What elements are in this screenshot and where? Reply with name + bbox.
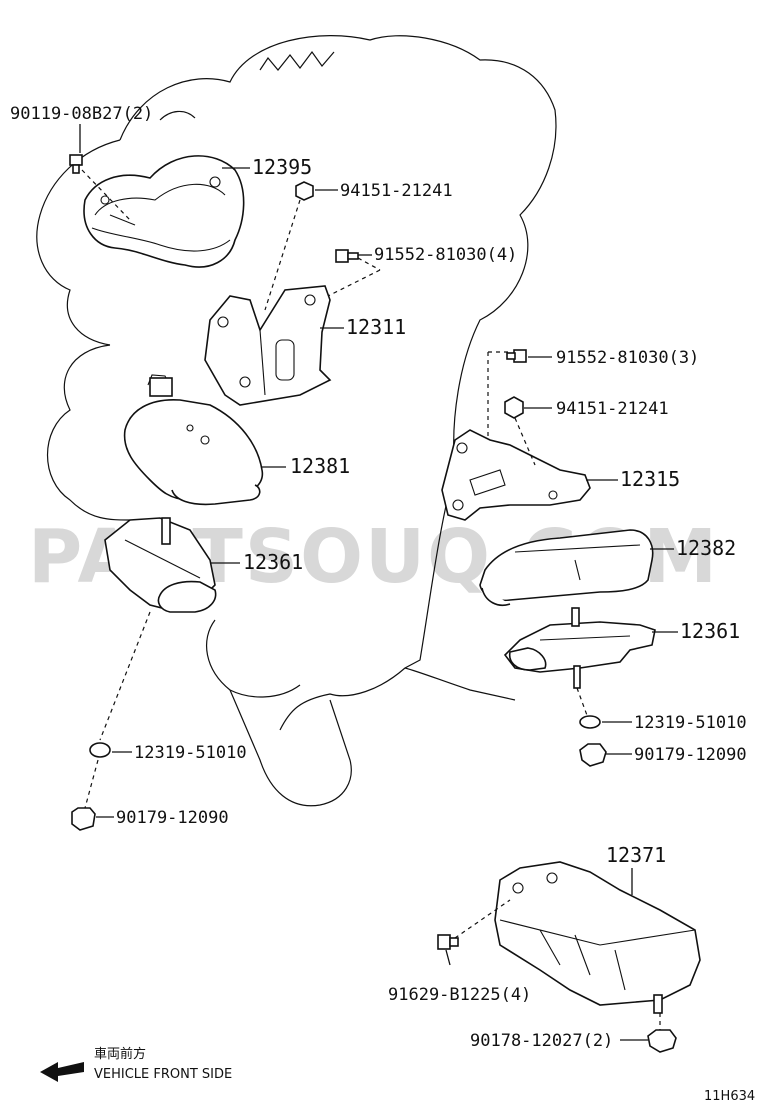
part-12381-insulator — [123, 374, 264, 506]
part-12361-right-mount — [503, 607, 656, 689]
leader-dash — [99, 611, 151, 741]
callout-12371[interactable]: 12371 — [606, 843, 666, 867]
callout-94151-top[interactable]: 94151-21241 — [340, 181, 453, 201]
nut-94151-right-icon — [504, 396, 524, 419]
callout-90178[interactable]: 90178-12027(2) — [470, 1031, 613, 1051]
callout-90179-right[interactable]: 90179-12090 — [634, 745, 747, 765]
washer-12319-left-icon — [84, 742, 111, 809]
direction-label-jp: 車両前方 — [94, 1046, 146, 1062]
diagram-code: 11H634 — [704, 1089, 755, 1104]
callout-12361-right[interactable]: 12361 — [680, 619, 740, 643]
callout-12319-left[interactable]: 12319-51010 — [134, 743, 247, 763]
nut-90178-icon — [647, 1029, 677, 1053]
callout-12381[interactable]: 12381 — [290, 454, 350, 478]
part-12395-engine-cover — [83, 155, 245, 268]
washer-12319-right-icon — [579, 715, 601, 729]
leader-lines — [79, 124, 678, 1041]
part-12371-bracket — [454, 861, 701, 1030]
bolt-90119-icon — [69, 154, 131, 221]
callout-90119[interactable]: 90119-08B27(2) — [10, 104, 153, 124]
front-direction-indicator: 車両前方 VEHICLE FRONT SIDE — [40, 1046, 232, 1082]
callout-12319-right[interactable]: 12319-51010 — [634, 713, 747, 733]
part-12361-left-mount — [104, 517, 217, 613]
nut-94151-icon — [264, 181, 314, 311]
part-12382-insulator — [479, 529, 654, 606]
callout-91629[interactable]: 91629-B1225(4) — [388, 985, 531, 1005]
engine-silhouette — [36, 35, 557, 807]
nut-90179-left-icon — [71, 807, 96, 831]
part-12311-bracket — [204, 285, 332, 406]
callout-94151-right[interactable]: 94151-21241 — [556, 399, 669, 419]
callout-12361-left[interactable]: 12361 — [243, 550, 303, 574]
callout-90179-left[interactable]: 90179-12090 — [116, 808, 229, 828]
callout-12311[interactable]: 12311 — [346, 315, 406, 339]
leader-dash-right — [576, 687, 589, 719]
callout-12395[interactable]: 12395 — [252, 155, 312, 179]
arrow-left-icon — [40, 1062, 84, 1082]
callout-91552-3[interactable]: 91552-81030(3) — [556, 348, 699, 368]
callout-91552-4[interactable]: 91552-81030(4) — [374, 245, 517, 265]
part-12315-bracket — [441, 351, 591, 521]
bolt-91552-small-icon — [506, 349, 527, 363]
callout-12382[interactable]: 12382 — [676, 536, 736, 560]
direction-label-en: VEHICLE FRONT SIDE — [94, 1067, 232, 1082]
bolt-91552-icon — [319, 249, 381, 301]
bolt-91629-icon — [437, 934, 459, 950]
callout-12315[interactable]: 12315 — [620, 467, 680, 491]
nut-90179-right-icon — [579, 743, 607, 767]
